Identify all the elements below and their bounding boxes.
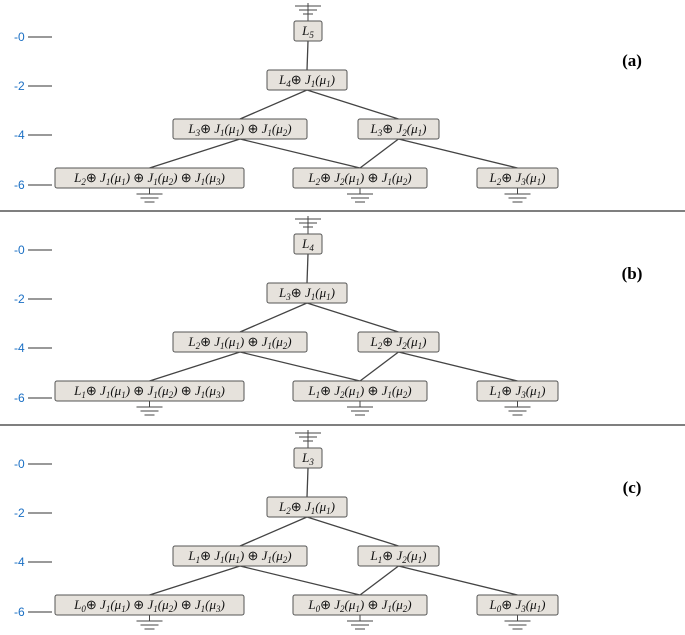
- node-l1: L4​⊕ J1​(μ1​): [266, 69, 348, 91]
- edge-l2a-l3a: [149, 138, 241, 169]
- axis-tick-label: -6: [14, 391, 25, 405]
- node-label: L2​⊕ J1​(μ1​): [278, 499, 335, 516]
- node-label: L1​⊕ J2​(μ1​) ⊕ J1​(μ2​): [307, 383, 411, 400]
- edge-l1-l2a: [239, 89, 308, 120]
- node-l3a: L2​⊕ J1​(μ1​) ⊕ J1​(μ2​) ⊕ J1​(μ3​): [54, 167, 245, 189]
- node-l3b: L0​⊕ J2​(μ1​) ⊕ J1​(μ2​): [292, 594, 428, 616]
- edge-l1-l2b: [306, 516, 399, 547]
- ground-symbol-top: [295, 218, 321, 228]
- edge-l2b-l3b: [359, 138, 399, 169]
- edge-l2b-l3c: [398, 351, 518, 382]
- node-l1: L3​⊕ J1​(μ1​): [266, 282, 348, 304]
- edge-l2b-l3b: [359, 565, 399, 596]
- node-label: L2​⊕ J2​(μ1​): [370, 334, 427, 351]
- ground-symbol-l3a: [136, 193, 163, 203]
- node-label: L2​⊕ J1​(μ1​) ⊕ J1​(μ2​): [187, 334, 291, 351]
- node-label: L1​⊕ J3​(μ1​): [489, 383, 546, 400]
- node-label: L3​⊕ J1​(μ1​) ⊕ J1​(μ2​): [187, 121, 291, 138]
- axis-tick-label: -6: [14, 178, 25, 192]
- axis-tick-label: -2: [14, 506, 25, 520]
- node-l2b: L3​⊕ J2​(μ1​): [357, 118, 440, 140]
- ground-symbol-l3c: [504, 406, 531, 416]
- ground-symbol-l3c: [504, 620, 531, 630]
- panel-label: (b): [622, 264, 643, 283]
- node-label: L2​⊕ J1​(μ1​) ⊕ J1​(μ2​) ⊕ J1​(μ3​): [73, 170, 225, 187]
- edge-l1-l2a: [239, 302, 308, 333]
- ground-symbol-l3b: [347, 406, 373, 416]
- axis-tick-label: -0: [14, 30, 25, 44]
- ground-symbol-l3c: [504, 193, 531, 203]
- axis-tick-label: -4: [14, 555, 25, 569]
- node-l3c: L1​⊕ J3​(μ1​): [476, 380, 559, 402]
- node-label: L1​⊕ J2​(μ1​): [370, 548, 427, 565]
- node-top: L3​: [293, 447, 323, 469]
- node-label: L3​⊕ J2​(μ1​): [370, 121, 427, 138]
- ground-symbol-top: [295, 5, 321, 15]
- panel-a: -0 -2 -4 -6 L5​ L4​⊕ J1​(μ1​) L3​⊕ J1​(μ1​) ⊕ …: [14, 3, 642, 203]
- edge-l1-l2b: [306, 302, 399, 333]
- ground-symbol-l3a: [136, 406, 163, 416]
- node-label: L1​⊕ J1​(μ1​) ⊕ J1​(μ2​) ⊕ J1​(μ3​): [73, 383, 225, 400]
- edge-l1-l2b: [306, 89, 399, 120]
- edge-top-l1: [306, 253, 309, 284]
- node-l2b: L2​⊕ J2​(μ1​): [357, 331, 440, 353]
- axis-tick-label: -4: [14, 341, 25, 355]
- node-label: L4​⊕ J1​(μ1​): [278, 72, 335, 89]
- node-l2a: L3​⊕ J1​(μ1​) ⊕ J1​(μ2​): [172, 118, 308, 140]
- node-l3c: L2​⊕ J3​(μ1​): [476, 167, 559, 189]
- ground-symbol-top: [295, 432, 321, 442]
- node-l2b: L1​⊕ J2​(μ1​): [357, 545, 440, 567]
- edge-l2b-l3c: [398, 565, 518, 596]
- axis-tick-label: -4: [14, 128, 25, 142]
- axis-tick-label: -2: [14, 292, 25, 306]
- node-l3c: L0​⊕ J3​(μ1​): [476, 594, 559, 616]
- node-label: L0​⊕ J3​(μ1​): [489, 597, 546, 614]
- panel-b: -0 -2 -4 -6 L4​ L3​⊕ J1​(μ1​) L2​⊕ J1​(μ1​) ⊕ …: [14, 216, 643, 416]
- node-label: L1​⊕ J1​(μ1​) ⊕ J1​(μ2​): [187, 548, 291, 565]
- edge-l2a-l3b: [239, 351, 361, 382]
- node-label: L4​: [301, 236, 314, 253]
- panel-label: (a): [622, 51, 642, 70]
- edge-l1-l2a: [239, 516, 308, 547]
- panel-c: -0 -2 -4 -6 L3​ L2​⊕ J1​(μ1​) L1​⊕ J1​(μ1​) ⊕ …: [14, 430, 642, 630]
- edge-l2a-l3b: [239, 138, 361, 169]
- node-l2a: L1​⊕ J1​(μ1​) ⊕ J1​(μ2​): [172, 545, 308, 567]
- node-label: L3​⊕ J1​(μ1​): [278, 285, 335, 302]
- edge-top-l1: [306, 467, 309, 498]
- ground-symbol-l3a: [136, 620, 163, 630]
- ground-symbol-l3b: [347, 620, 373, 630]
- node-l3a: L0​⊕ J1​(μ1​) ⊕ J1​(μ2​) ⊕ J1​(μ3​): [54, 594, 245, 616]
- edge-l2a-l3b: [239, 565, 361, 596]
- edge-l2a-l3a: [149, 565, 241, 596]
- node-label: L3​: [301, 450, 314, 467]
- node-l2a: L2​⊕ J1​(μ1​) ⊕ J1​(μ2​): [172, 331, 308, 353]
- node-l1: L2​⊕ J1​(μ1​): [266, 496, 348, 518]
- node-l3b: L2​⊕ J2​(μ1​) ⊕ J1​(μ2​): [292, 167, 428, 189]
- node-label: L0​⊕ J2​(μ1​) ⊕ J1​(μ2​): [307, 597, 411, 614]
- panel-label: (c): [623, 478, 642, 497]
- node-label: L2​⊕ J3​(μ1​): [489, 170, 546, 187]
- node-label: L5​: [301, 23, 314, 40]
- node-label: L2​⊕ J2​(μ1​) ⊕ J1​(μ2​): [307, 170, 411, 187]
- axis-tick-label: -2: [14, 79, 25, 93]
- node-label: L0​⊕ J1​(μ1​) ⊕ J1​(μ2​) ⊕ J1​(μ3​): [73, 597, 225, 614]
- edge-top-l1: [306, 40, 309, 71]
- edge-l2b-l3b: [359, 351, 399, 382]
- axis-tick-label: -6: [14, 605, 25, 619]
- node-l3a: L1​⊕ J1​(μ1​) ⊕ J1​(μ2​) ⊕ J1​(μ3​): [54, 380, 245, 402]
- edge-l2b-l3c: [398, 138, 518, 169]
- node-top: L4​: [293, 233, 323, 255]
- node-top: L5​: [293, 20, 323, 42]
- axis-tick-label: -0: [14, 457, 25, 471]
- edge-l2a-l3a: [149, 351, 241, 382]
- axis-tick-label: -0: [14, 243, 25, 257]
- ground-symbol-l3b: [347, 193, 373, 203]
- node-l3b: L1​⊕ J2​(μ1​) ⊕ J1​(μ2​): [292, 380, 428, 402]
